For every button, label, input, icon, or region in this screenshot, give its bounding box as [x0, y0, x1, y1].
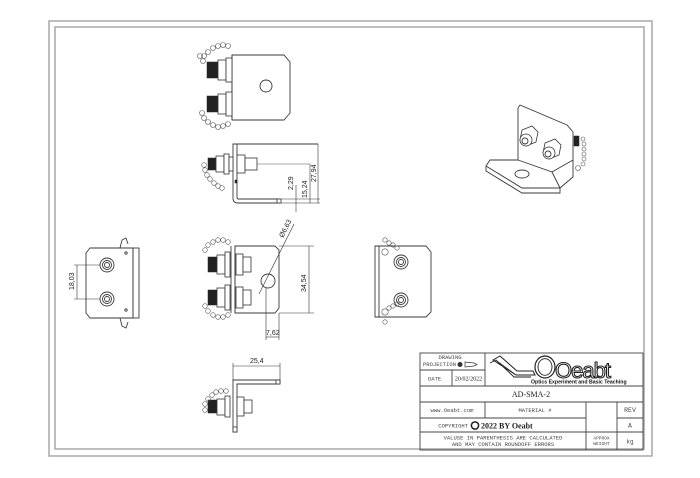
iso-connector-left	[519, 125, 539, 147]
rev-value: A	[628, 423, 632, 430]
copyright-label: COPYRIGHT	[438, 423, 468, 430]
projection-symbol-icon	[457, 361, 478, 368]
projection-label-line2: PROJECTION	[423, 361, 456, 368]
view-right	[374, 237, 432, 325]
material-label: MATERIAL #	[518, 407, 552, 414]
dim-front-hole-offset: 7,62	[266, 330, 280, 337]
view-left: 18,03	[69, 237, 140, 329]
dim-connector-spacing: 18,03	[69, 272, 76, 290]
logo-text: Oeabt	[555, 358, 611, 383]
connector-lower	[206, 91, 233, 117]
front-hole	[260, 273, 276, 289]
part-title: AD-SMA-2	[512, 390, 550, 399]
website-text: www.Oeabt.com	[431, 407, 475, 414]
view-front: Ø6,63 34,54 7,62	[202, 219, 314, 340]
dim-side-offset: 2,29	[288, 176, 295, 190]
weight-label-line2: WEIGHT	[593, 441, 610, 447]
inner-frame	[54, 26, 645, 450]
mount-hole	[259, 79, 273, 93]
copyright-text: 2022 BY Oeabt	[481, 422, 533, 431]
oeabt-logo: Oeabt Optics Experiment and Basic Teachi…	[489, 355, 627, 386]
view-side: 2,29 15,24 27,94	[201, 143, 320, 212]
weight-label-line1: APPROX	[593, 436, 610, 442]
rev-label: REV	[624, 407, 636, 414]
dim-front-height: 34,54	[301, 274, 308, 292]
dim-bottom-width: 25,4	[250, 358, 264, 365]
view-bottom: 25,4	[202, 358, 281, 433]
date-value: 20/02/2022	[455, 377, 482, 383]
projection-label-line1: DRAWING	[438, 354, 461, 361]
dim-hole-diameter: Ø6,63	[279, 219, 294, 239]
outer-frame	[48, 20, 653, 457]
view-top-plan	[197, 42, 291, 130]
dim-side-mid: 15,24	[302, 180, 309, 198]
note-line2: AND MAY CONTAIN ROUNDOFF ERRORS	[452, 441, 555, 448]
weight-unit: kg	[626, 439, 634, 446]
logo-subtitle: Optics Experiment and Basic Teaching	[531, 380, 627, 386]
date-label: DATE	[428, 376, 442, 383]
dust-cap-chain	[197, 42, 231, 130]
iso-connector-right	[542, 138, 562, 160]
copyright-icon	[470, 421, 480, 430]
note-line1: VALUSE IN PARENTHESIS ARE CALCULATED	[444, 435, 564, 442]
view-isometric	[485, 104, 587, 194]
dim-side-total: 27,94	[311, 164, 318, 182]
title-block: DRAWING PROJECTION DATE 20/02/2022 Oeabt…	[419, 352, 644, 451]
connector-upper	[206, 57, 233, 83]
